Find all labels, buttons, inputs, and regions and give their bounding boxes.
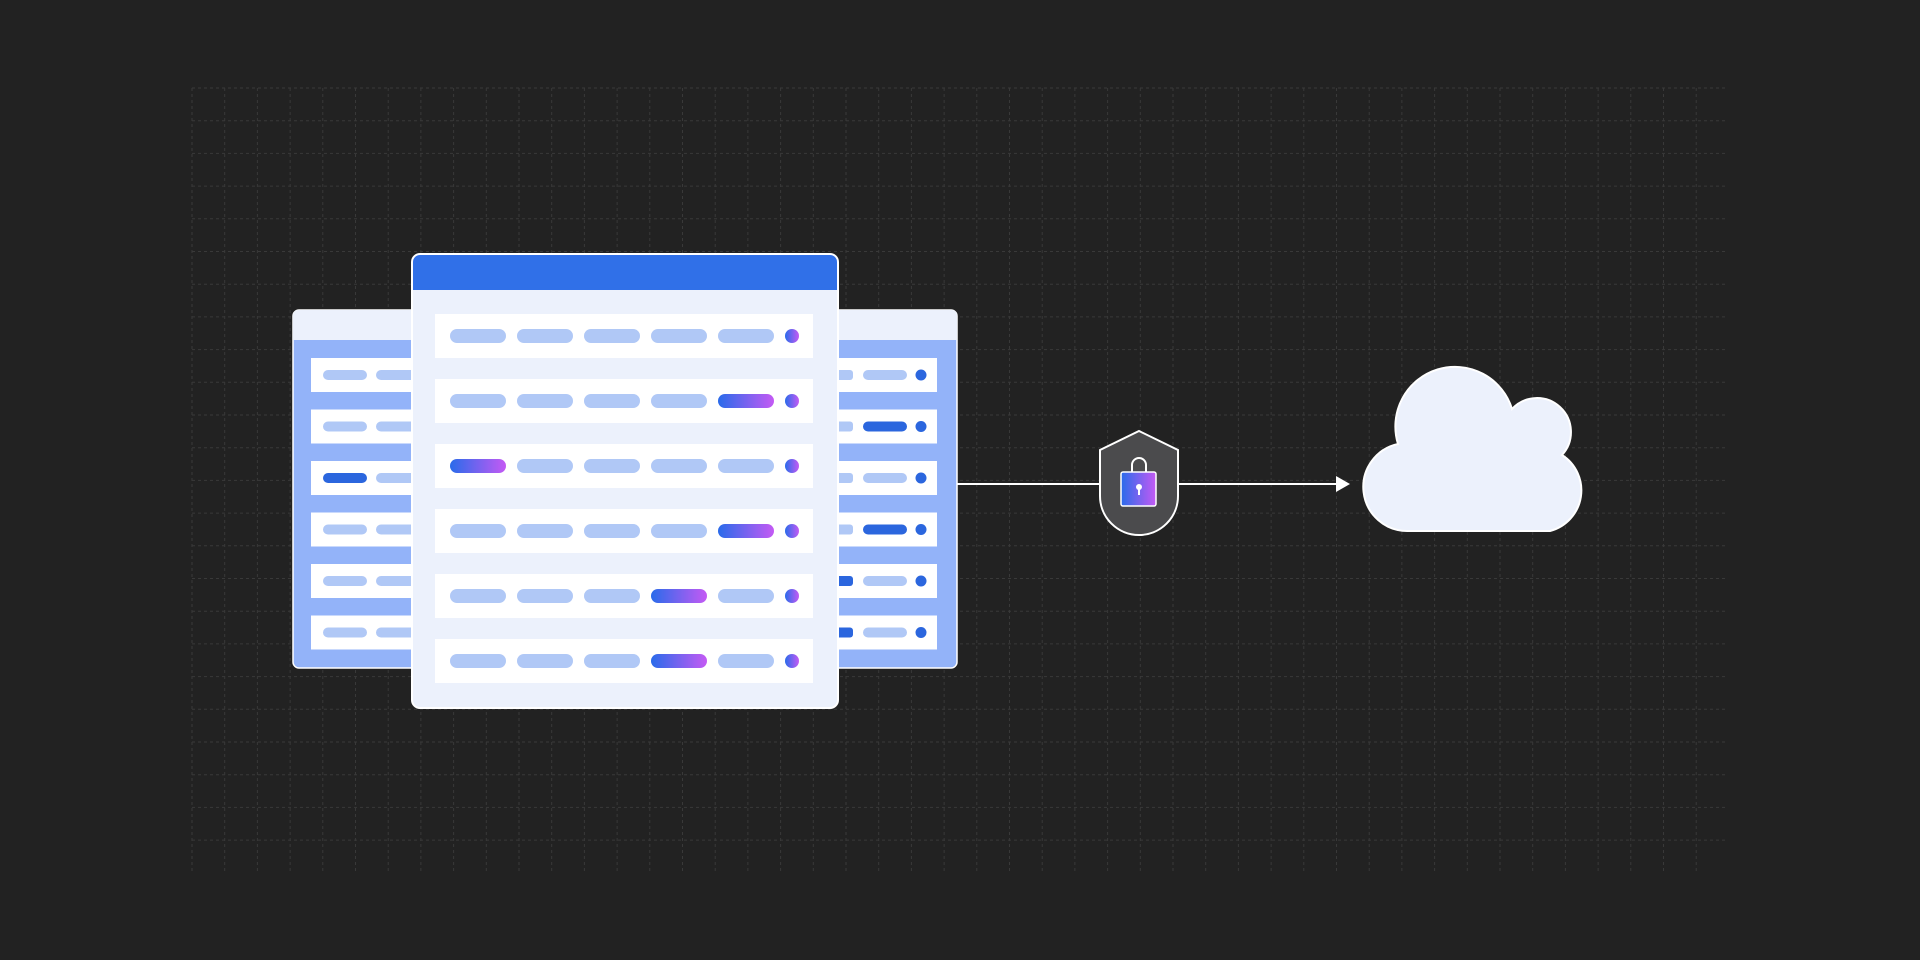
data-pill xyxy=(651,654,707,668)
lock-keyhole xyxy=(1136,484,1142,490)
data-pill xyxy=(584,394,640,408)
data-pill xyxy=(376,524,420,535)
data-pill xyxy=(517,589,573,603)
status-dot xyxy=(785,394,799,408)
status-dot xyxy=(915,421,927,432)
status-dot xyxy=(785,589,799,603)
data-pill xyxy=(584,329,640,343)
data-pill xyxy=(517,654,573,668)
data-pill xyxy=(517,459,573,473)
data-pill xyxy=(517,524,573,538)
data-pill xyxy=(584,654,640,668)
data-pill xyxy=(323,473,367,483)
data-pill xyxy=(863,421,907,432)
cloud-shape xyxy=(1362,365,1583,533)
data-pill xyxy=(863,576,907,586)
data-pill xyxy=(718,329,774,343)
data-pill xyxy=(863,627,907,638)
data-pill xyxy=(651,524,707,538)
front-table-outline xyxy=(411,253,839,709)
front-table-header xyxy=(412,254,838,290)
data-pill xyxy=(376,473,420,483)
data-pill xyxy=(718,394,774,408)
data-pill xyxy=(517,329,573,343)
data-pill xyxy=(863,473,907,483)
data-pill xyxy=(323,421,367,432)
data-pill xyxy=(651,589,707,603)
data-pill xyxy=(450,524,506,538)
data-pill xyxy=(584,589,640,603)
data-pill xyxy=(863,524,907,535)
data-pill xyxy=(323,370,367,380)
lock-keyhole-slot xyxy=(1138,488,1140,495)
data-pill xyxy=(376,370,420,380)
status-dot xyxy=(915,627,927,638)
data-pill xyxy=(450,654,506,668)
data-pill xyxy=(517,394,573,408)
data-pill xyxy=(718,524,774,538)
data-pill xyxy=(718,654,774,668)
cloud-icon xyxy=(1362,365,1583,533)
status-dot xyxy=(915,369,927,381)
arrow-right-icon xyxy=(1336,476,1350,492)
data-pill xyxy=(323,627,367,638)
data-pill xyxy=(450,394,506,408)
shield-lock-icon xyxy=(1099,429,1179,536)
data-pill xyxy=(323,524,367,535)
data-pill xyxy=(450,589,506,603)
data-pill xyxy=(450,459,506,473)
status-dot xyxy=(785,654,799,668)
data-pill xyxy=(718,589,774,603)
status-dot xyxy=(915,472,927,484)
data-pill xyxy=(651,459,707,473)
status-dot xyxy=(785,459,799,473)
data-pill xyxy=(376,421,420,432)
lock-shackle xyxy=(1131,457,1147,473)
data-pill xyxy=(376,576,420,586)
status-dot xyxy=(915,575,927,587)
data-pill xyxy=(651,329,707,343)
data-pill xyxy=(376,627,420,638)
data-pill xyxy=(584,524,640,538)
data-pill xyxy=(323,576,367,586)
data-pill xyxy=(651,394,707,408)
status-dot xyxy=(785,524,799,538)
front-table xyxy=(411,253,839,709)
data-pill xyxy=(718,459,774,473)
status-dot xyxy=(915,524,927,535)
data-pill xyxy=(863,370,907,380)
data-pill xyxy=(584,459,640,473)
data-pill xyxy=(450,329,506,343)
status-dot xyxy=(785,329,799,343)
